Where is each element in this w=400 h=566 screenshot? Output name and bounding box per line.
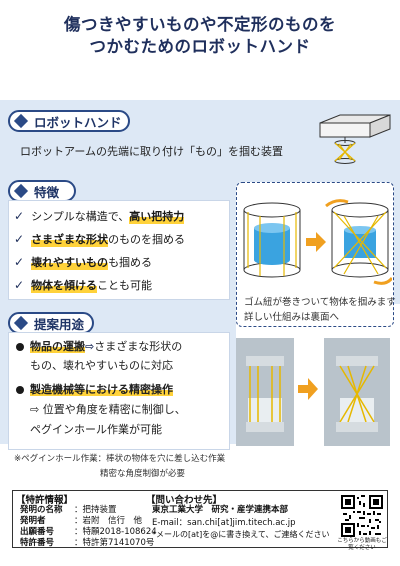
mechanism-caption-1: ゴム紐が巻きついて物体を掴みます [244,297,396,308]
patent-row-3-key: 出願番号 [20,527,55,537]
check-icon: ✓ [14,232,25,246]
feature-item-2: ✓ さまざまな形状 のものを掴める [14,231,185,247]
mechanism-caption-2: 詳しい仕組みは裏面へ [244,312,340,323]
bullet-icon [16,343,24,351]
photo-hand-closed [324,338,390,446]
peg-in-hole-note-1: ※ペグインホール作業：棒状の物体を穴に差し込む作業 [14,454,226,464]
page-title-line1: 傷つきやすいものや不定形のものを [64,15,336,34]
applications-heading: 提案用途 [8,312,94,334]
application-item-2: 製造機械等における精密操作 [16,381,226,398]
patent-row-1: 発明の名称 ：把持装置 [20,503,117,515]
application-item-1: 物品の運搬⇨さまざまな形状の [16,338,226,355]
qr-caption: こちらから動画もご覧ください [337,538,387,551]
contact-heading: 【問い合わせ先】 [146,495,223,506]
features-heading: 特徴 [8,180,76,202]
application-item-1-text: さまざまな形状の [94,340,183,353]
diamond-icon [13,183,29,199]
feature-item-1-highlight: 高い把持力 [129,208,185,224]
grasp-mechanism-illustration [243,199,392,285]
check-icon: ✓ [14,209,25,223]
patent-row-3-value: ：特願2018-108624 [74,527,157,537]
feature-item-1: ✓ シンプルな構造で、 高い把持力 [14,208,185,224]
application-item-1-highlight: 物品の運搬 [30,340,85,353]
feature-item-4-text: ことも可能 [97,279,153,292]
check-icon: ✓ [14,278,25,292]
features-heading-label: 特徴 [34,184,60,200]
patent-row-4-value: ：特許第7141070号 [74,538,155,548]
feature-item-3: ✓ 壊れやすいもの も掴める [14,254,152,270]
contact-email[interactable]: E-mail：san.chi[at]jim.titech.ac.jp [152,518,296,528]
patent-row-4-key: 特許番号 [20,538,55,548]
application-item-2-highlight: 製造機械等における精密操作 [30,383,173,396]
patent-row-2: 発明者 ：岩附 信行 他 [20,514,142,526]
patent-heading: 【特許情報】 [16,495,74,506]
feature-item-2-text: のものを掴める [108,233,186,246]
application-item-2-line1: ⇨ 位置や角度を精密に制御し、 [30,403,186,416]
diamond-icon [13,315,29,331]
arrow-icon: ⇨ [85,340,95,353]
robot-hand-heading-label: ロボットハンド [34,114,122,130]
application-item-2-line2: ペグインホール作業が可能 [30,423,162,436]
feature-item-4: ✓ 物体を傾ける ことも可能 [14,277,152,293]
patent-row-2-value: ：岩附 信行 他 [74,516,143,526]
peg-in-hole-note-2: 精密な角度制御が必要 [100,469,186,479]
diamond-icon [13,113,29,129]
feature-item-2-highlight: さまざまな形状 [31,231,109,247]
robot-arm-illustration [319,114,391,164]
photo-hand-open [236,338,294,446]
photo-arrow-icon [298,378,318,400]
feature-item-4-highlight: 物体を傾ける [31,277,98,293]
patent-row-2-key: 発明者 [20,516,46,526]
bullet-icon [16,386,24,394]
feature-item-3-highlight: 壊れやすいもの [31,254,109,270]
feature-item-3-text: も掴める [108,256,153,269]
footer-box [12,490,388,548]
robot-hand-description: ロボットアームの先端に取り付け「もの」を掴む装置 [20,145,284,158]
qr-code-icon[interactable] [341,495,383,537]
patent-row-1-key: 発明の名称 [20,505,63,515]
patent-row-4: 特許番号 ：特許第7141070号 [20,536,154,548]
title-area: 傷つきやすいものや不定形のものを つかむためのロボットハンド [0,0,400,92]
robot-hand-heading: ロボットハンド [8,110,130,132]
page-title-line2: つかむためのロボットハンド [89,37,311,56]
patent-row-1-value: ：把持装置 [74,505,117,515]
feature-item-1-text: シンプルな構造で、 [31,210,130,223]
application-item-1-line2: もの、壊れやすいものに対応 [30,359,173,372]
contact-note: *メールの[at]を@に書き換えて、ご連絡ください [152,530,330,539]
contact-org: 東京工業大学 研究・産学連携本部 [152,505,289,515]
check-icon: ✓ [14,255,25,269]
patent-row-3: 出願番号 ：特願2018-108624 [20,525,157,537]
applications-heading-label: 提案用途 [34,316,85,332]
